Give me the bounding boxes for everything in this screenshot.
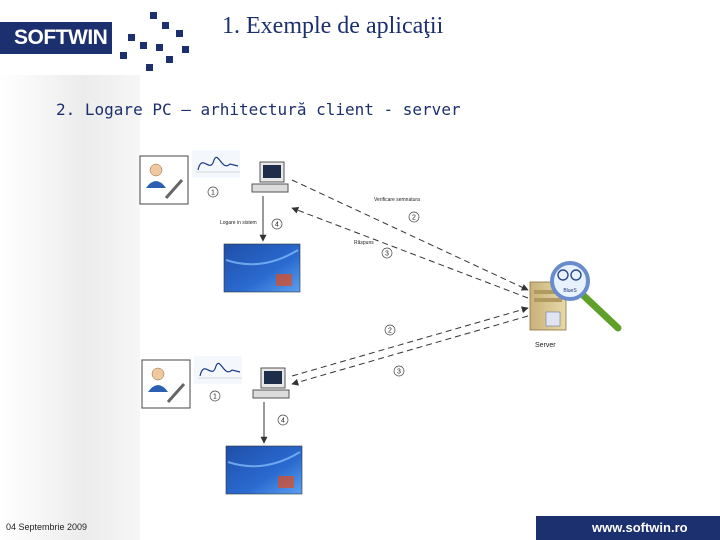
top-user-card [139, 155, 189, 205]
top-request-arrow [291, 179, 529, 291]
svg-text:1: 1 [213, 394, 217, 401]
verify-signature-label: Verificare semnatura [374, 197, 420, 203]
top-step-2: 2 [408, 211, 420, 223]
bottom-desktop-screenshot [225, 445, 303, 495]
top-computer-icon [251, 161, 289, 193]
footer-bar: www.softwin.ro [536, 516, 720, 540]
magnifier-icon: BlueS [550, 261, 622, 332]
header-band [0, 0, 720, 75]
top-step-3: 3 [381, 247, 393, 259]
sidebar-band [0, 0, 140, 540]
bottom-step-1: 1 [209, 390, 221, 402]
svg-text:2: 2 [388, 328, 392, 335]
pen-icon [164, 179, 184, 199]
svg-text:2: 2 [412, 215, 416, 222]
top-signature-icon [192, 150, 240, 178]
svg-text:4: 4 [281, 418, 285, 425]
logo-text: SOFTWIN [14, 26, 108, 49]
server-label: Server [535, 342, 556, 349]
footer-url[interactable]: www.softwin.ro [592, 520, 688, 535]
top-step-1: 1 [207, 186, 219, 198]
svg-text:4: 4 [275, 222, 279, 229]
bottom-step-2: 2 [384, 324, 396, 336]
pen-icon [166, 383, 186, 403]
page-subtitle: 2. Logare PC – arhitectură client - serv… [56, 100, 461, 119]
svg-text:1: 1 [211, 190, 215, 197]
bottom-response-arrow [291, 315, 529, 386]
svg-text:3: 3 [397, 369, 401, 376]
bottom-signature-icon [194, 356, 242, 384]
user-icon [146, 163, 166, 188]
top-response-arrow [291, 206, 529, 299]
footer-date: 04 Septembrie 2009 [6, 522, 88, 532]
svg-text:BlueS: BlueS [563, 288, 577, 294]
page-title: 1. Exemple de aplicaţii [222, 13, 444, 39]
logo: SOFTWIN [0, 22, 112, 54]
response-label: Răspuns [354, 240, 374, 246]
bottom-request-arrow [291, 306, 529, 377]
top-step-4: 4 [271, 218, 283, 230]
svg-text:3: 3 [385, 251, 389, 258]
bottom-user-card [141, 359, 191, 409]
bottom-step-4: 4 [277, 414, 289, 426]
user-icon [148, 367, 168, 392]
top-login-label: Logare in sistem [220, 220, 257, 226]
bottom-computer-icon [252, 367, 290, 399]
top-desktop-screenshot [223, 243, 301, 293]
bottom-step-3: 3 [393, 365, 405, 377]
